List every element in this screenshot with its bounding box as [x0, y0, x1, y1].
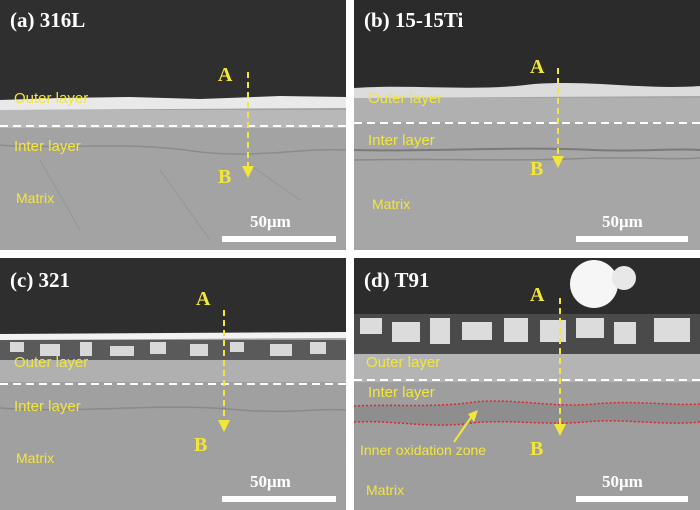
panel-a-micrograph	[0, 0, 346, 250]
oxidation-zone-top-boundary	[354, 400, 700, 407]
inter-layer-label: Inter layer	[368, 384, 435, 401]
inter-layer-label: Inter layer	[14, 138, 81, 155]
inner-oxidation-zone-label: Inner oxidation zone	[360, 442, 487, 458]
point-b-label: B	[218, 166, 232, 188]
panel-label: (b) 15-15Ti	[364, 8, 464, 32]
inter-layer-label: Inter layer	[368, 132, 435, 149]
panel-label: (c) 321	[10, 268, 71, 292]
panel-a: (a) 316L A Outer layer Inter layer B Mat…	[0, 0, 346, 250]
panel-d-micrograph	[354, 258, 700, 510]
point-b-label: B	[194, 434, 208, 456]
outer-layer-label: Outer layer	[14, 354, 89, 371]
panel-label: (a) 316L	[10, 8, 86, 32]
point-a-label: A	[530, 284, 545, 306]
matrix-label: Matrix	[372, 196, 411, 212]
panel-c: (c) 321 A Outer layer Inter layer B Matr…	[0, 258, 346, 510]
matrix-label: Matrix	[16, 190, 55, 206]
scale-bar-label: 50μm	[602, 212, 643, 231]
point-a-label: A	[218, 64, 233, 86]
scale-bar	[222, 236, 336, 242]
scale-bar-label: 50μm	[602, 472, 643, 491]
scale-bar	[576, 236, 688, 242]
outer-layer-label: Outer layer	[368, 90, 443, 107]
point-b-label: B	[530, 438, 544, 460]
inter-layer-label: Inter layer	[14, 398, 81, 415]
scale-bar	[222, 496, 336, 502]
point-b-label: B	[530, 158, 544, 180]
scale-bar-label: 50μm	[250, 212, 291, 231]
point-a-label: A	[530, 56, 545, 78]
matrix-label: Matrix	[366, 482, 405, 498]
oxidation-zone-bottom-boundary	[354, 420, 700, 426]
scale-bar-label: 50μm	[250, 472, 291, 491]
panel-label: (d) T91	[364, 268, 430, 292]
inner-zone-pointer	[453, 415, 473, 443]
outer-layer-label: Outer layer	[14, 90, 89, 107]
panel-b: (b) 15-15Ti A Outer layer Inter layer B …	[354, 0, 700, 250]
point-a-label: A	[196, 288, 211, 310]
matrix-label: Matrix	[16, 450, 55, 466]
panel-d: (d) T91 A Outer layer Inter layer Inner …	[354, 258, 700, 510]
scale-bar	[576, 496, 688, 502]
outer-layer-label: Outer layer	[366, 354, 441, 371]
panel-b-micrograph	[354, 0, 700, 250]
panel-c-micrograph	[0, 258, 346, 510]
